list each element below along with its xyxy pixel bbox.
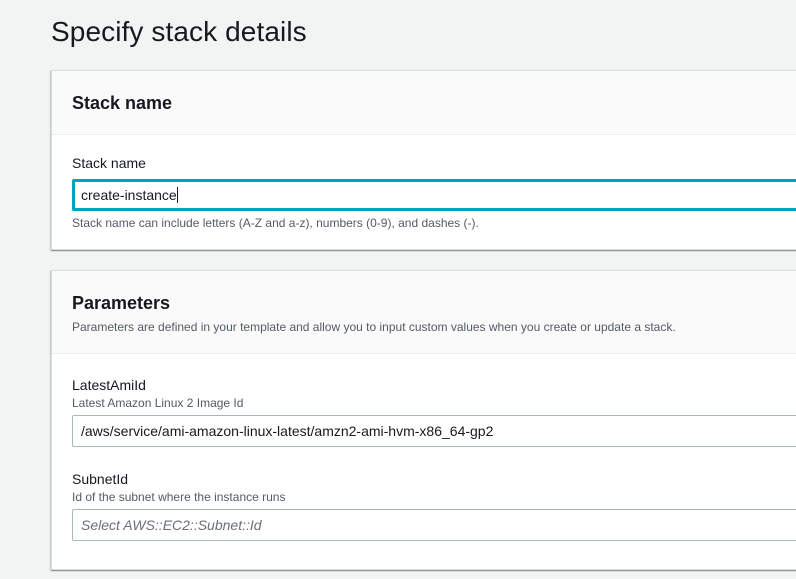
page-title: Specify stack details — [51, 16, 307, 47]
subnet-id-description: Id of the subnet where the instance runs — [72, 490, 286, 504]
subnet-id-placeholder: Select AWS::EC2::Subnet::Id — [81, 517, 262, 533]
parameters-description: Parameters are defined in your template … — [72, 320, 676, 334]
latest-ami-id-label: LatestAmiId — [72, 377, 146, 393]
parameters-panel-header: Parameters Parameters are defined in you… — [52, 271, 796, 354]
stack-name-heading: Stack name — [72, 93, 173, 113]
text-caret — [176, 187, 178, 203]
stack-name-input[interactable]: create-instance — [72, 179, 796, 211]
parameters-heading: Parameters — [72, 293, 171, 313]
stack-name-input-value: create-instance — [81, 187, 177, 203]
subnet-id-select[interactable]: Select AWS::EC2::Subnet::Id — [72, 509, 796, 541]
parameters-panel: Parameters Parameters are defined in you… — [51, 270, 796, 570]
stack-name-field: Stack name create-instance Stack name ca… — [72, 153, 796, 231]
subnet-id-label: SubnetId — [72, 471, 129, 487]
latest-ami-id-input-value: /aws/service/ami-amazon-linux-latest/amz… — [81, 423, 494, 439]
stack-name-hint: Stack name can include letters (A-Z and … — [72, 216, 479, 230]
subnet-id-field: SubnetId Id of the subnet where the inst… — [72, 469, 796, 541]
stack-name-panel-header: Stack name — [52, 71, 796, 135]
stack-name-label: Stack name — [72, 155, 146, 171]
stack-name-panel: Stack name Stack name create-instance St… — [51, 70, 796, 250]
latest-ami-id-description: Latest Amazon Linux 2 Image Id — [72, 396, 244, 410]
latest-ami-id-field: LatestAmiId Latest Amazon Linux 2 Image … — [72, 375, 796, 447]
latest-ami-id-input[interactable]: /aws/service/ami-amazon-linux-latest/amz… — [72, 415, 796, 447]
